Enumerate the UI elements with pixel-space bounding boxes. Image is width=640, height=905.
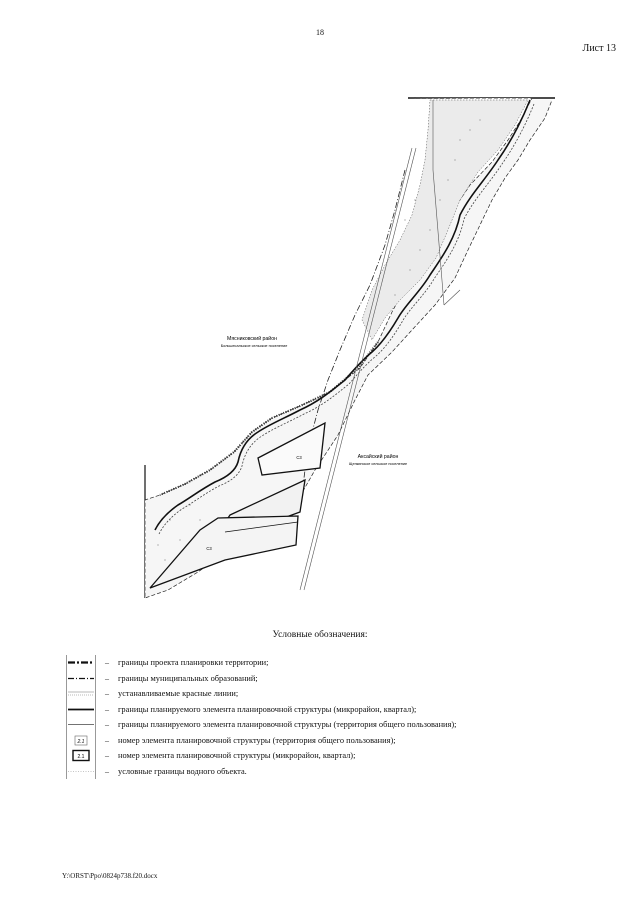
legend-item: – условные границы водного объекта.	[66, 763, 586, 779]
municipal-boundary-symbol	[66, 670, 96, 686]
block-number-symbol: 2.1	[66, 748, 96, 764]
settlement-right-label: Щепкинское сельское поселение	[349, 462, 407, 466]
page-number: 18	[316, 28, 324, 37]
plot-upper	[257, 421, 326, 476]
stipple-texture	[157, 119, 481, 561]
legend-item: 2.1 – номер элемента планировочной струк…	[66, 748, 586, 764]
upper-valley-fill	[361, 99, 529, 341]
planning-map: Мясниковский район Большесальское сельск…	[144, 97, 555, 599]
road-line	[303, 147, 417, 591]
plot-internal-line	[224, 521, 299, 533]
settlement-left-label: Большесальское сельское поселение	[221, 344, 288, 348]
file-path-footer: Y:\ORST\Ppo\0824p738.f20.docx	[62, 872, 158, 880]
legend-dash: –	[105, 735, 109, 745]
svg-text:2.1: 2.1	[78, 754, 85, 760]
legend: – границы проекта планировки территории;…	[66, 655, 586, 779]
legend-text: границы планируемого элемента планировоч…	[118, 704, 417, 714]
legend-text: границы муниципальных образований;	[118, 673, 258, 683]
plot-lower	[149, 515, 299, 589]
legend-text: границы планируемого элемента планировоч…	[118, 720, 457, 730]
region-left-label: Мясниковский район	[227, 335, 277, 342]
legend-text: устанавливаемые красные линии;	[118, 689, 239, 699]
legend-title: Условные обозначения:	[272, 630, 368, 640]
legend-text: номер элемента планировочной структуры (…	[118, 735, 396, 745]
legend-item: – границы планируемого элемента планиров…	[66, 701, 586, 717]
legend-item: – границы проекта планировки территории;	[66, 655, 586, 671]
public-area-boundary-symbol	[66, 717, 96, 733]
legend-text: границы проекта планировки территории;	[118, 658, 269, 668]
public-area-number-symbol: 2.1	[66, 732, 96, 748]
legend-dash: –	[105, 720, 109, 730]
legend-item: – устанавливаемые красные линии;	[66, 686, 586, 702]
plot-bottom-label: С3	[206, 546, 212, 551]
legend-item: 2.1 – номер элемента планировочной струк…	[66, 732, 586, 748]
legend-dash: –	[105, 689, 109, 699]
region-right-label: Аксайский район	[358, 453, 399, 460]
water-boundary-symbol	[66, 763, 96, 779]
legend-dash: –	[105, 704, 109, 714]
river-channel	[154, 99, 531, 531]
road-line	[432, 169, 445, 306]
road-line	[443, 289, 461, 306]
legend-dash: –	[105, 673, 109, 683]
legend-item: – границы муниципальных образований;	[66, 670, 586, 686]
red-lines-symbol	[66, 686, 96, 702]
legend-text: условные границы водного объекта.	[118, 766, 247, 776]
legend-dash: –	[105, 766, 109, 776]
legend-dash: –	[105, 658, 109, 668]
plot-top-label: С3	[296, 455, 302, 460]
block-boundary-symbol	[66, 701, 96, 717]
legend-text: номер элемента планировочной структуры (…	[118, 751, 356, 761]
legend-item: – границы планируемого элемента планиров…	[66, 717, 586, 733]
project-area-outline	[144, 97, 553, 599]
sheet-label: Лист 13	[582, 43, 616, 54]
road-line	[299, 147, 413, 591]
river-channel-bank	[158, 103, 535, 535]
left-bank-hatching	[159, 341, 379, 497]
project-boundary-symbol	[66, 655, 96, 671]
legend-dash: –	[105, 751, 109, 761]
svg-text:2.1: 2.1	[77, 739, 85, 745]
